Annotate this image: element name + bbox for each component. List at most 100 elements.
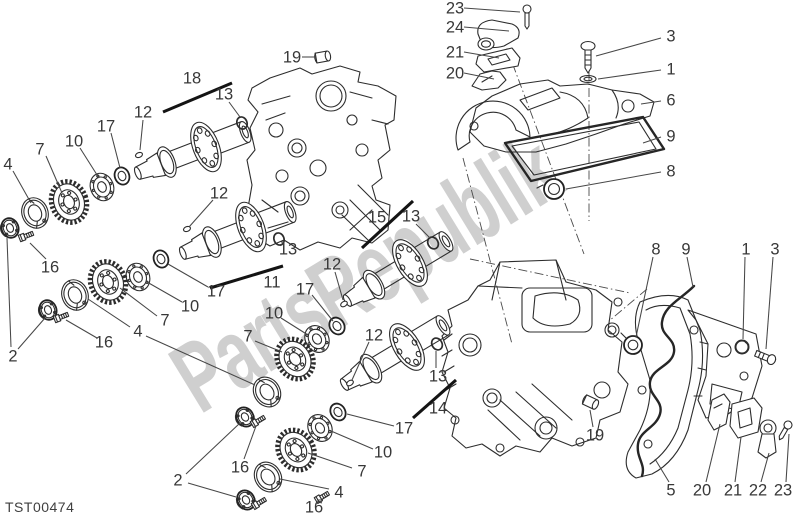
leader-line-2 [187,482,237,498]
leader-line-8 [635,256,654,338]
alignment-lines [462,32,648,345]
callout-label-16: 16 [305,499,323,516]
leader-line-3 [595,37,662,57]
sensor-retainer [471,70,507,91]
callout-label-10: 10 [374,444,392,462]
leader-line-16 [65,319,98,339]
leader-line-9 [686,256,694,288]
front-cylinder-head [246,65,397,251]
leader-line-5 [654,458,670,483]
callout-label-6: 6 [666,92,675,110]
callout-label-21: 21 [446,44,464,62]
callout-label-18: 18 [183,70,201,88]
callout-label-13: 13 [279,241,297,259]
leader-line-21 [463,51,500,59]
leader-line-20 [463,72,495,80]
callout-label-15: 15 [368,209,386,227]
leader-line-10 [146,281,183,303]
callout-label-12: 12 [323,256,341,274]
leader-line-1 [597,69,662,80]
leader-line-12 [139,119,144,151]
callout-label-17: 17 [207,283,225,301]
leader-line-17 [110,132,121,169]
leader-line-13 [228,101,241,118]
shaft-seal-right [620,332,643,355]
callout-label-22: 22 [749,482,767,500]
leader-line-7 [119,287,158,317]
callout-label-3: 3 [770,241,779,259]
leader-line-17 [346,413,395,427]
callout-label-4: 4 [3,156,12,174]
callout-label-2: 2 [8,348,17,366]
leader-line-7 [254,340,283,353]
leader-line-10 [330,430,374,450]
callout-label-20: 20 [693,482,711,500]
callout-label-7: 7 [160,312,169,330]
leader-line-1 [742,256,746,340]
callout-label-10: 10 [265,305,283,323]
sensor-retainer-right [707,393,731,431]
part-indicator-bar-15 [360,199,415,250]
callout-label-4: 4 [334,484,343,502]
callout-label-16: 16 [95,334,113,352]
leader-line-4 [145,335,256,386]
callout-label-1: 1 [666,61,675,79]
cover-screw [580,40,596,74]
callout-label-13: 13 [429,368,447,386]
leader-line-23 [785,433,790,483]
camshaft-assembly-1 [0,105,260,243]
callout-label-10: 10 [181,298,199,316]
timing-sensor-right [757,419,777,459]
callout-label-12: 12 [365,327,383,345]
callout-label-5: 5 [666,482,675,500]
callout-label-19: 19 [283,49,301,67]
sensor-screw-right [778,420,793,441]
callout-label-8: 8 [651,241,660,259]
leader-line-19 [589,409,594,428]
callout-label-13: 13 [215,86,233,104]
leader-line-4 [279,478,330,490]
part-indicator-bar-11 [209,264,284,290]
leader-line-2 [6,237,12,348]
callout-label-3: 3 [666,28,675,46]
callout-label-9: 9 [666,128,675,146]
callout-label-14: 14 [429,400,447,418]
callout-label-24: 24 [446,19,464,37]
leader-line-24 [463,26,510,32]
belt-cover-assembly [580,284,793,479]
callout-label-11: 11 [263,274,280,292]
callout-label-10: 10 [65,133,83,151]
callout-label-17: 17 [97,118,115,136]
leader-line-12 [334,271,344,301]
callout-label-13: 13 [402,208,420,226]
valve-cover-assembly [313,4,666,200]
leader-line-17 [167,263,209,288]
callout-label-12: 12 [210,185,228,203]
rear-cylinder-head [441,259,629,457]
drawing-code: TST00474 [5,499,74,515]
leader-line-3 [765,256,774,350]
leader-line-16 [29,242,47,260]
sensor-gasket-right [729,397,763,439]
half-moon-seal [536,178,565,200]
cover-screw-right [754,349,777,366]
leader-line-6 [640,100,662,105]
leader-line-2 [185,422,241,475]
leader-line-22 [760,452,770,483]
callout-label-9: 9 [681,241,690,259]
head-cover-gasket [503,115,666,183]
leader-line-10 [79,147,100,179]
leader-line-4 [12,170,32,204]
valve-cover [469,79,655,153]
callout-label-1: 1 [741,241,750,259]
callout-label-7: 7 [243,328,252,346]
belt-guard-horseshoe [455,100,531,151]
sensor-screw-top [522,4,532,30]
callout-label-16: 16 [41,259,59,277]
leader-line-4 [87,298,131,328]
leader-line-7 [45,155,63,194]
leader-line-2 [17,317,46,350]
